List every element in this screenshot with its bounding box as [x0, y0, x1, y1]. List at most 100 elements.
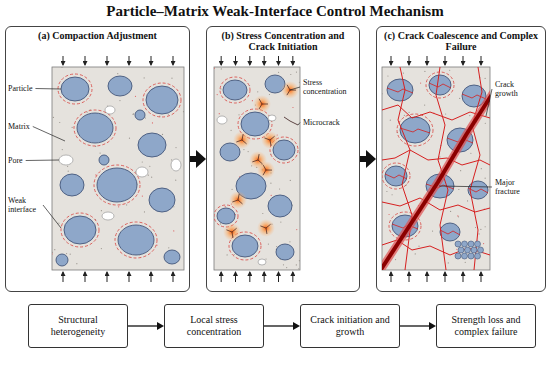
speckle — [465, 262, 466, 263]
speckle — [478, 233, 479, 234]
speckle — [117, 73, 118, 74]
speckle — [420, 82, 421, 83]
load-arrow — [151, 272, 152, 282]
speckle — [227, 254, 228, 255]
speckle — [76, 263, 77, 264]
pores — [217, 115, 276, 265]
particle — [400, 117, 430, 143]
matrix-block — [214, 67, 300, 270]
speckle — [52, 252, 53, 253]
microcrack — [226, 230, 232, 232]
speckle — [217, 94, 218, 95]
load-arrow — [173, 56, 174, 65]
part-label: Particle — [8, 84, 32, 93]
node-text: Strength loss and complex failure — [445, 314, 527, 338]
particle — [276, 244, 294, 260]
microcrack — [270, 136, 275, 140]
microcrack — [238, 194, 239, 200]
speckle — [53, 117, 54, 118]
flow-arrow — [360, 150, 376, 168]
speckle — [148, 175, 149, 176]
speckle — [70, 254, 71, 255]
microcrack — [262, 104, 268, 105]
crushed-particle — [462, 253, 468, 259]
stress-concentration — [233, 131, 251, 149]
process-box: Structural heterogeneity — [28, 304, 128, 348]
microcrack — [259, 104, 262, 109]
node-text: Local stress concentration — [173, 314, 255, 338]
microcrack — [258, 160, 263, 164]
microcrack — [232, 232, 234, 238]
load-arrow — [391, 56, 392, 65]
arrow-shaft — [128, 325, 158, 326]
weak-interface — [426, 72, 454, 98]
speckle — [175, 147, 176, 148]
particle — [61, 77, 89, 101]
particle — [223, 80, 247, 100]
speckle — [119, 100, 120, 101]
arrowhead — [293, 322, 300, 330]
crushed-particle — [478, 247, 484, 253]
microcrack — [270, 140, 271, 146]
arrow-shaft — [264, 325, 294, 326]
speckle — [221, 68, 222, 69]
load-arrow — [264, 272, 265, 282]
speckle — [279, 188, 280, 189]
load-arrow — [409, 272, 410, 282]
particle — [99, 155, 109, 165]
crushed-particle — [468, 253, 474, 259]
process-box: Strength loss and complex failure — [436, 304, 536, 348]
microcrack — [242, 140, 247, 144]
part-label: Major fracture — [495, 178, 529, 196]
weak-interface — [143, 83, 181, 117]
leader-line — [290, 87, 300, 90]
pore — [268, 115, 276, 121]
speckle — [456, 249, 457, 250]
particle — [64, 216, 96, 244]
node-text: (a) Compaction Adjustment — [6, 27, 189, 41]
speckle — [149, 166, 150, 167]
speckle — [144, 211, 145, 212]
particle — [77, 113, 113, 143]
leader-line — [298, 123, 300, 126]
speckle — [485, 123, 486, 124]
load-arrow — [129, 56, 130, 65]
speckle — [135, 96, 136, 97]
speckle — [403, 72, 404, 73]
microcrack — [287, 90, 290, 95]
speckle — [100, 152, 101, 153]
arrowhead — [366, 150, 376, 168]
particle — [149, 188, 175, 212]
speckle — [299, 152, 300, 153]
pore — [136, 167, 148, 177]
speckle — [132, 114, 133, 115]
load-arrow — [221, 272, 222, 282]
speckle — [449, 70, 450, 71]
pore — [171, 159, 181, 171]
speckle — [219, 113, 220, 114]
speckle — [271, 195, 272, 196]
load-arrow — [481, 56, 482, 65]
speckle — [268, 243, 269, 244]
speckle — [296, 229, 297, 230]
part-label: Pore — [8, 156, 23, 165]
particle — [217, 208, 235, 224]
stress-concentration — [223, 223, 241, 241]
microcrack — [264, 138, 270, 140]
speckle — [66, 253, 67, 254]
load-arrow — [292, 272, 293, 282]
node-text: Structural heterogeneity — [37, 314, 119, 338]
stage-panel: (a) Compaction Adjustment — [5, 26, 190, 292]
speckle — [278, 72, 279, 73]
microcrack — [260, 226, 266, 228]
particle-crack — [387, 88, 413, 93]
particles — [382, 67, 490, 270]
load-arrow — [173, 272, 174, 282]
speckle — [296, 72, 297, 73]
speckle — [62, 149, 63, 150]
microcrack — [238, 200, 243, 204]
load-arrow — [278, 56, 279, 65]
speckle — [395, 259, 396, 260]
arrow-shaft — [400, 325, 430, 326]
speckle — [388, 214, 389, 215]
